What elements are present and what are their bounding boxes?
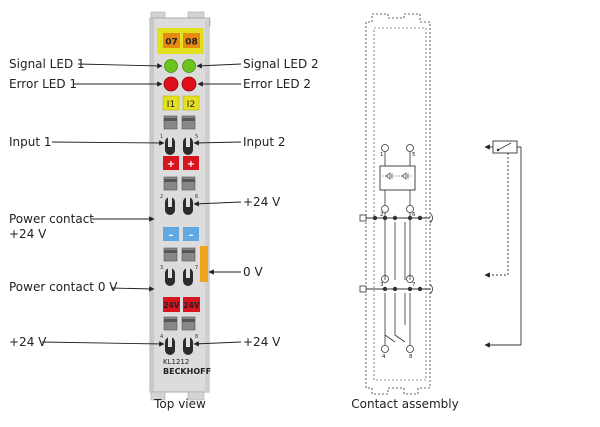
label-power-contact-plus-line2: +24 V: [9, 227, 47, 241]
clamp-number: 5: [195, 134, 198, 140]
voltage-label-2: 24V: [183, 301, 199, 310]
clamp-number: 2: [160, 194, 163, 200]
input-badge-label-1: I1: [167, 100, 175, 110]
contact-terminal-1: [381, 144, 389, 152]
clamp-number: 1: [160, 134, 163, 140]
power-contact-plus-right: [429, 212, 433, 224]
minus-mark-2: –: [189, 230, 194, 241]
label-plus24-right-upper: +24 V: [243, 195, 281, 209]
contact-num-4: 4: [382, 354, 386, 360]
contact-terminal-6: [406, 205, 414, 213]
error-led-2: [181, 76, 197, 92]
module-housing: [149, 17, 210, 393]
label-power-contact-plus-line1: Power contact: [9, 212, 94, 226]
channel-badge: [183, 33, 200, 48]
voltage-label-1: 24V: [163, 301, 179, 310]
optocoupler-box: [379, 165, 416, 191]
clamp-row-2: 2 6: [160, 176, 198, 215]
caption-contact-assembly: Contact assembly: [351, 397, 458, 411]
module-brand-logo: BECKHOFF: [163, 367, 211, 376]
power-contact-0v-left: [359, 285, 367, 293]
label-error-led-2: Error LED 2: [243, 77, 311, 91]
label-signal-led-2: Signal LED 2: [243, 57, 319, 71]
contact-num-7: 7: [412, 282, 416, 288]
error-led-1: [163, 76, 179, 92]
contact-number-labels: 1 5 2 6 3 7 4 8: [380, 152, 416, 360]
minus-block-1: [163, 227, 179, 241]
contact-num-1: 1: [380, 152, 384, 158]
contact-terminal-8: [406, 345, 414, 353]
clamp-number: 7: [195, 265, 198, 271]
signal-led-1: [164, 59, 178, 73]
plus-mark-1: +: [167, 159, 175, 170]
plus-block-1: [163, 156, 179, 170]
contact-assembly: [359, 13, 433, 395]
label-input-1: Input 1: [9, 135, 52, 149]
power-contact-plus-left: [359, 214, 367, 222]
terminal-module: 07 08 I1 I2 1 5 + +: [149, 11, 211, 401]
caption-top-view: Top view: [153, 397, 206, 411]
assembly-outline: [365, 13, 431, 395]
clamp-number: 6: [195, 194, 198, 200]
channel-badge: [163, 33, 180, 48]
label-zero-v-right: 0 V: [243, 265, 263, 279]
label-error-led-1: Error LED 1: [9, 77, 77, 91]
contact-terminal-7: [406, 275, 414, 283]
contact-num-2: 2: [380, 212, 384, 218]
label-plus24-left-bottom: +24 V: [9, 335, 47, 349]
clamp-number: 8: [195, 334, 198, 340]
contact-terminal-5: [406, 144, 414, 152]
minus-block-2: [183, 227, 199, 241]
label-input-2: Input 2: [243, 135, 286, 149]
power-contact-0v-right: [429, 283, 433, 295]
input-badge-label-2: I2: [187, 100, 195, 110]
clamp-number: 4: [160, 334, 163, 340]
channel-label-1: 07: [165, 38, 178, 48]
switch-icon: [492, 140, 518, 154]
clamp-row-4: 4 8: [160, 316, 198, 355]
input-badge-1: [162, 95, 180, 111]
plus-block-2: [183, 156, 199, 170]
contact-terminal-3: [381, 275, 389, 283]
channel-label-2: 08: [185, 38, 198, 48]
label-signal-led-1: Signal LED 1: [9, 57, 85, 71]
clamp-row-1: 1 5: [160, 115, 198, 155]
callouts: Signal LED 1 Error LED 1 Signal LED 2 Er…: [9, 57, 319, 349]
contact-num-8: 8: [409, 354, 413, 360]
input-badge-2: [182, 95, 200, 111]
contact-terminal-4: [381, 345, 389, 353]
contact-terminal-2: [381, 205, 389, 213]
side-tab-orange: [200, 246, 208, 282]
minus-mark-1: –: [169, 230, 174, 241]
signal-led-2: [182, 59, 196, 73]
label-plus24-right-bottom: +24 V: [243, 335, 281, 349]
clamp-number: 3: [160, 265, 163, 271]
module-model: KL1212: [163, 358, 189, 366]
voltage-block-2: [183, 297, 200, 312]
contact-num-6: 6: [412, 212, 416, 218]
clamp-row-3: 3 7: [160, 247, 198, 286]
plus-mark-2: +: [187, 159, 195, 170]
external-wiring: [484, 140, 522, 348]
contact-num-3: 3: [380, 282, 384, 288]
label-power-contact-0v: Power contact 0 V: [9, 280, 118, 294]
contact-num-5: 5: [412, 152, 416, 158]
voltage-block-1: [163, 297, 180, 312]
